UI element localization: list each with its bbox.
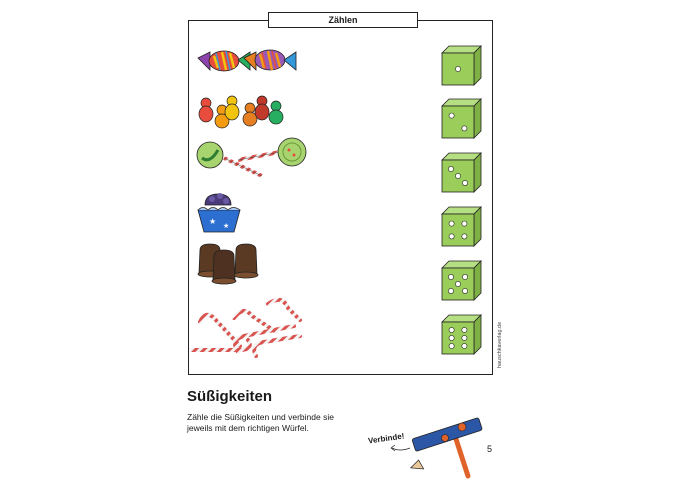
die-pip — [448, 343, 455, 349]
gummy-bear-icon[interactable] — [242, 102, 258, 127]
candy-icon[interactable] — [243, 49, 297, 71]
die-pip — [448, 220, 455, 227]
lollipop-icon[interactable] — [237, 137, 307, 167]
die-pip — [461, 327, 468, 333]
die-pip — [461, 343, 468, 349]
die-5[interactable] — [441, 260, 482, 301]
arrow-icon — [390, 444, 411, 452]
die-pip — [461, 335, 468, 341]
section-title: Zählen — [268, 12, 418, 28]
candy-cane-icon[interactable] — [233, 324, 296, 354]
exercise-instruction: Zähle die Süßigkeiten und verbinde sie j… — [187, 412, 334, 433]
die-pip — [448, 274, 454, 280]
die-pip — [462, 180, 468, 186]
gummy-bear-icon[interactable] — [254, 95, 270, 121]
die-pip — [462, 288, 468, 294]
candy-cane-icon[interactable] — [190, 338, 252, 352]
die-pip — [448, 327, 455, 333]
candy-cane-icon[interactable] — [266, 297, 302, 322]
die-pip — [461, 125, 468, 132]
candy-cane-icon[interactable] — [252, 334, 302, 358]
page-number: 5 — [487, 444, 493, 454]
cupcake-icon[interactable]: ★ ★ — [197, 193, 241, 233]
die-pip — [448, 112, 455, 119]
candy-icon[interactable] — [197, 50, 251, 72]
chocolate-marshmallow-icon[interactable] — [211, 249, 237, 285]
die-pip — [448, 335, 455, 341]
svg-text:★: ★ — [209, 217, 216, 226]
exercise-title: Süßigkeiten — [187, 388, 273, 405]
gummy-bear-icon[interactable] — [198, 97, 214, 123]
die-pip — [462, 274, 468, 280]
die-3[interactable] — [441, 152, 482, 193]
die-pip — [455, 281, 461, 287]
lollipop-icon[interactable] — [196, 141, 263, 178]
die-1[interactable] — [441, 45, 482, 86]
pencil-mascot-icon[interactable] — [409, 417, 483, 479]
svg-text:★: ★ — [223, 222, 229, 230]
die-pip — [448, 166, 454, 172]
chocolate-marshmallow-icon[interactable] — [233, 243, 259, 279]
gummy-bear-icon[interactable] — [224, 95, 240, 121]
die-4[interactable] — [441, 206, 482, 247]
die-pip — [448, 233, 455, 240]
die-6[interactable] — [441, 314, 482, 355]
die-pip — [455, 66, 461, 72]
gummy-bear-icon[interactable] — [268, 100, 284, 125]
die-pip — [461, 233, 468, 240]
die-pip — [455, 173, 461, 179]
candy-cane-icon[interactable] — [232, 309, 278, 334]
die-pip — [461, 220, 468, 227]
die-pip — [448, 288, 454, 294]
die-2[interactable] — [441, 98, 482, 139]
candy-cane-icon[interactable] — [198, 312, 242, 348]
